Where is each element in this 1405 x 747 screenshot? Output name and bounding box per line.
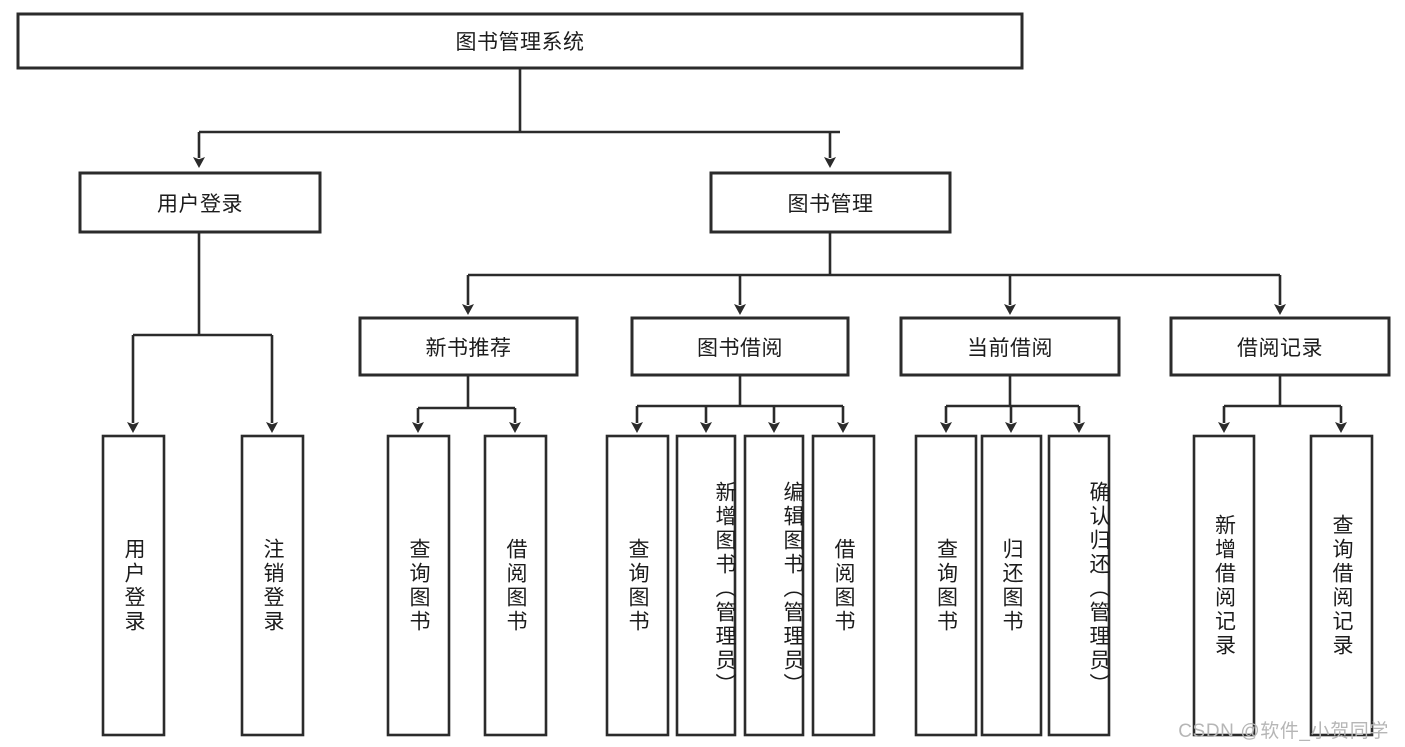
node-book-management[interactable] (709, 171, 952, 234)
node-root-book-management-system[interactable] (16, 12, 1024, 70)
leaf-user-login[interactable] (101, 434, 166, 737)
node-new-book-recommend[interactable] (358, 316, 579, 377)
csdn-watermark: CSDN @软件_小贺同学 (1178, 721, 1389, 742)
connector-bookborrow-to-leaves (631, 375, 849, 433)
connector-currentborrow-to-leaves (940, 375, 1085, 433)
node-user-login[interactable] (78, 171, 322, 234)
connector-root-to-level2 (193, 68, 840, 168)
leaf-query-borrow-record[interactable] (1309, 434, 1374, 737)
leaf-edit-book-admin[interactable] (743, 434, 805, 737)
node-borrow-record[interactable] (1169, 316, 1391, 377)
leaf-borrow-book-borrow[interactable] (811, 434, 876, 737)
leaf-add-book-admin[interactable] (675, 434, 737, 737)
leaf-query-book-current[interactable] (914, 434, 978, 737)
node-book-borrow[interactable] (630, 316, 850, 377)
connector-userlogin-to-leaves (127, 232, 278, 433)
connector-newbook-to-leaves (412, 375, 521, 433)
node-current-borrow[interactable] (899, 316, 1121, 377)
leaf-query-book-recommend[interactable] (386, 434, 451, 737)
leaf-return-book[interactable] (980, 434, 1043, 737)
connector-borrowrecord-to-leaves (1218, 375, 1347, 433)
leaf-user-logout[interactable] (240, 434, 305, 737)
connector-bookmgmt-to-level3 (462, 232, 1286, 315)
leaf-add-borrow-record[interactable] (1192, 434, 1256, 737)
leaf-confirm-return-admin[interactable] (1047, 434, 1111, 737)
leaf-borrow-book-recommend[interactable] (483, 434, 548, 737)
leaf-query-book-borrow[interactable] (605, 434, 670, 737)
